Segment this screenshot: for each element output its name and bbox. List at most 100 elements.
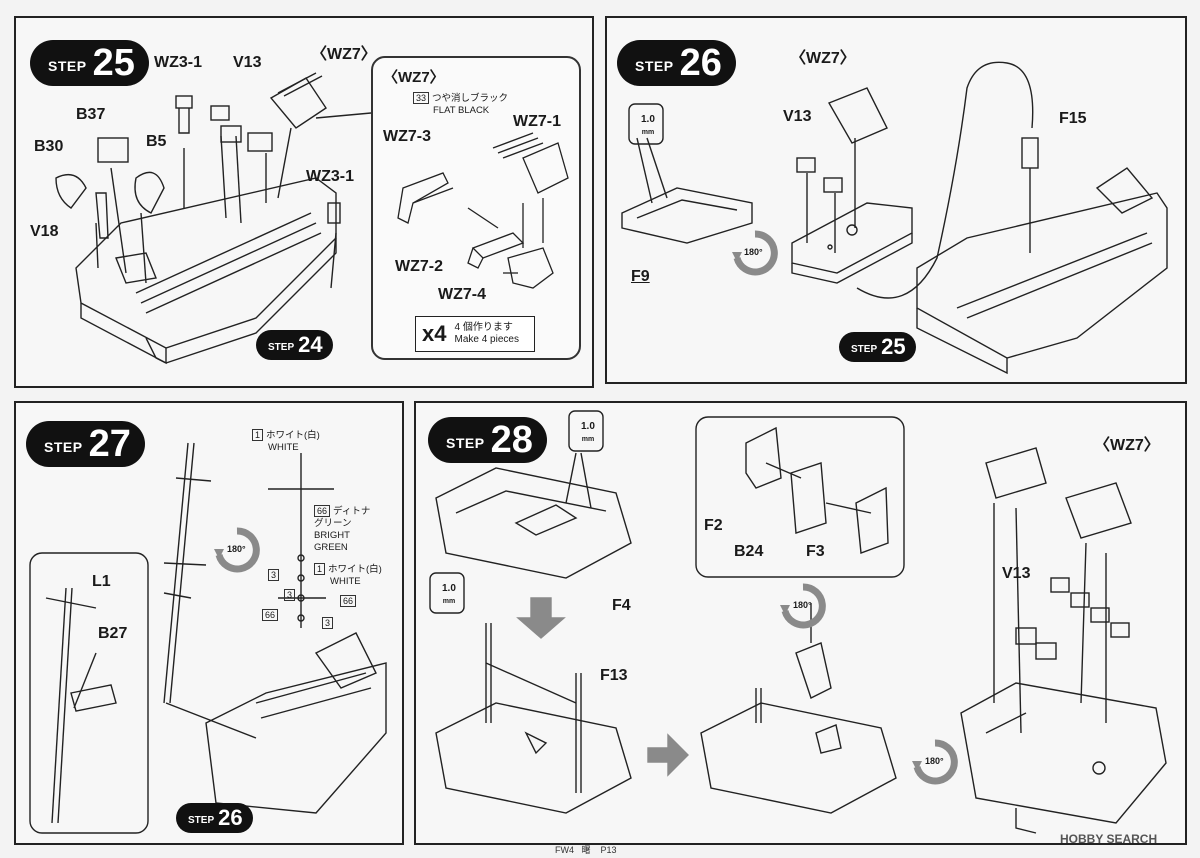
- step-26-badge: STEP 26: [617, 40, 736, 86]
- step-number: 26: [679, 42, 722, 84]
- part-label-f3: F3: [806, 543, 825, 560]
- step-27-badge: STEP 27: [26, 421, 145, 467]
- paint-name-jp: ホワイト(白): [328, 564, 382, 575]
- paint-name-jp-2: グリーン: [314, 518, 352, 529]
- paint-name-en: FLAT BLACK: [433, 105, 490, 116]
- thickness-label-side: 1.0 mm: [442, 583, 456, 608]
- step-25-panel: STEP 25 WZ3-1 V13 〈WZ7〉 B37 B30 B5 V18 W…: [14, 16, 594, 388]
- part-label-wz7-1: WZ7-1: [513, 113, 561, 130]
- paint-name-en: BRIGHT: [314, 530, 350, 541]
- part-label-wz7: 〈WZ7〉: [790, 50, 856, 67]
- part-label-v13: V13: [1002, 565, 1031, 582]
- part-label-b37: B37: [76, 106, 106, 123]
- thickness-label: 1.0 mm: [641, 114, 655, 139]
- callout-title: 〈WZ7〉: [383, 69, 445, 86]
- thickness-value: 1.0: [641, 114, 655, 125]
- step-word: STEP: [48, 58, 87, 74]
- thickness-label-top: 1.0 mm: [581, 421, 595, 446]
- step-word: STEP: [635, 58, 674, 74]
- ref-step-24-badge: STEP 24: [256, 330, 333, 360]
- part-label-wz7-3: WZ7-3: [383, 128, 431, 145]
- part-label-v13: V13: [233, 54, 262, 71]
- paint-callout-66-a: 66: [340, 595, 357, 607]
- part-label-b24: B24: [734, 543, 764, 560]
- part-label-l1: L1: [92, 573, 111, 590]
- ref-step-word: STEP: [851, 344, 878, 355]
- rotation-label-top: 180°: [793, 600, 812, 610]
- paint-number: 1: [252, 429, 264, 441]
- rotate-180-icon: [732, 230, 778, 276]
- ref-step-word: STEP: [188, 815, 215, 826]
- step-28-illustration: [429, 410, 1167, 834]
- step-26-illustration: [621, 61, 1168, 375]
- step-word: STEP: [446, 435, 485, 451]
- part-label-wz3-1-b: WZ3-1: [306, 168, 354, 185]
- footer-page-number: P13: [600, 845, 617, 855]
- quantity-multiplier: x4: [422, 321, 447, 346]
- part-label-wz7: 〈WZ7〉: [311, 46, 377, 63]
- quantity-text-jp: 4 個作ります: [454, 322, 513, 333]
- paint-callout-3-b: 3: [322, 617, 334, 629]
- part-label-wz7-4: WZ7-4: [438, 286, 486, 303]
- ref-step-word: STEP: [268, 342, 295, 353]
- paint-number: 1: [314, 563, 326, 575]
- part-label-f4: F4: [612, 597, 631, 614]
- thickness-unit: mm: [581, 436, 595, 443]
- paint-name-en-2: GREEN: [314, 542, 348, 553]
- ref-step-number: 25: [881, 334, 906, 359]
- step-25-illustration: [55, 72, 372, 365]
- step-26-panel: STEP 26 1.0 mm 〈WZ7〉 V13 F15 F9 180° STEP…: [605, 16, 1187, 384]
- step-27-illustration: [29, 442, 387, 834]
- step-word: STEP: [44, 439, 83, 455]
- rotate-180-icon: [214, 527, 260, 573]
- rotate-180-icon-bottom: [912, 739, 958, 785]
- rotation-label: 180°: [227, 544, 246, 554]
- paint-callout-66-b: 66: [262, 609, 279, 621]
- step-number: 27: [88, 423, 131, 465]
- footer-kit-name: 曙: [581, 845, 591, 855]
- part-label-v13: V13: [783, 108, 812, 125]
- paint-name-jp: ホワイト(白): [266, 430, 320, 441]
- part-label-f2: F2: [704, 517, 723, 534]
- paint-callout-3-c: 3: [284, 589, 296, 601]
- paint-callout-3-a: 3: [268, 569, 280, 581]
- ref-step-26-badge: STEP 26: [176, 803, 253, 833]
- ref-step-25-badge: STEP 25: [839, 332, 916, 362]
- part-label-v18: V18: [30, 223, 59, 240]
- step-number: 25: [92, 42, 135, 84]
- rotation-label: 180°: [744, 247, 763, 257]
- step-number: 28: [490, 419, 533, 461]
- paint-number: 33: [413, 92, 430, 104]
- rotation-label-bottom: 180°: [925, 756, 944, 766]
- thickness-unit: mm: [442, 598, 456, 605]
- thickness-value: 1.0: [581, 421, 595, 432]
- part-label-f13: F13: [600, 667, 628, 684]
- step-25-badge: STEP 25: [30, 40, 149, 86]
- part-label-f15: F15: [1059, 110, 1087, 127]
- page-footer: FW4 曙 P13: [555, 843, 617, 856]
- paint-name-jp: ディトナ: [333, 506, 371, 517]
- ref-step-number: 24: [298, 332, 323, 357]
- footer-series: FW4: [555, 845, 574, 855]
- part-label-wz7-2: WZ7-2: [395, 258, 443, 275]
- thickness-unit: mm: [641, 129, 655, 136]
- part-label-b27: B27: [98, 625, 128, 642]
- rotate-180-icon-top: [780, 583, 826, 629]
- quantity-text-en: Make 4 pieces: [454, 334, 519, 345]
- thickness-value: 1.0: [442, 583, 456, 594]
- part-label-b30: B30: [34, 138, 64, 155]
- paint-number: 66: [314, 505, 331, 517]
- part-label-f9: F9: [631, 268, 650, 285]
- paint-name-en: WHITE: [268, 442, 299, 453]
- part-label-wz3-1: WZ3-1: [154, 54, 202, 71]
- part-label-b5: B5: [146, 133, 167, 150]
- paint-name-en: WHITE: [330, 576, 361, 587]
